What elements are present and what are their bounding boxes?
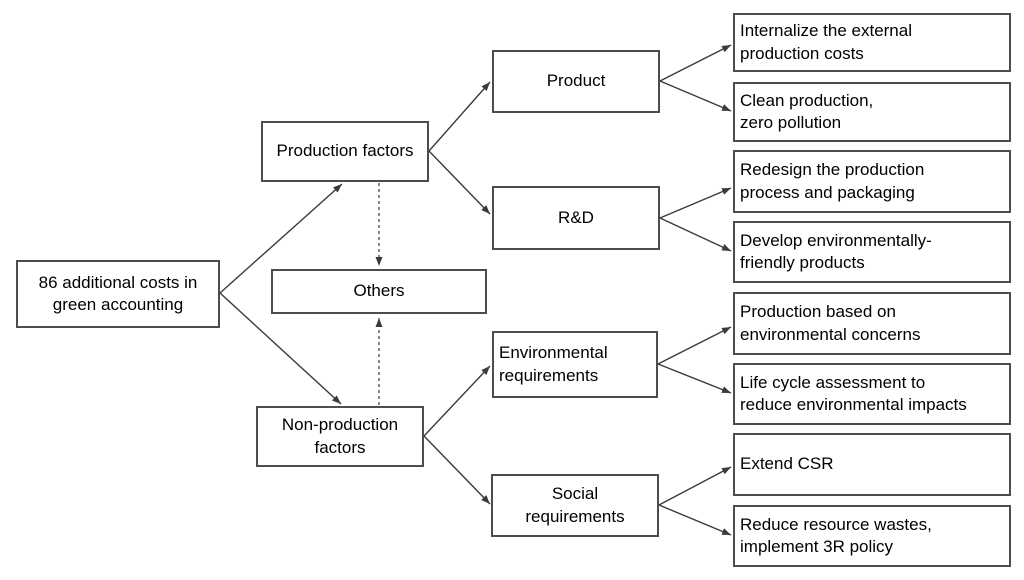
node-environmental-requirements: Environmental requirements	[492, 331, 658, 398]
node-others: Others	[271, 269, 487, 314]
node-root-label: 86 additional costs in green accounting	[38, 272, 198, 314]
edge-social-to-reduce-wastes	[658, 504, 732, 536]
node-production-factors: Production factors	[261, 121, 429, 182]
edge-non-production-to-environmental	[423, 365, 491, 437]
edge-environmental-to-life-cycle	[657, 363, 732, 394]
edge-product-to-clean-production	[659, 80, 732, 112]
node-non-production-factors: Non-production factors	[256, 406, 424, 467]
node-social-requirements-label: Social requirements	[525, 484, 625, 526]
node-develop-friendly-products-label: Develop environmentally- friendly produc…	[740, 230, 932, 272]
node-clean-production: Clean production, zero pollution	[733, 82, 1011, 142]
edge-production-factors-to-product	[428, 81, 491, 152]
edge-rnd-to-redesign-process	[659, 187, 732, 219]
node-social-requirements: Social requirements	[491, 474, 659, 537]
node-others-label: Others	[353, 281, 405, 301]
node-clean-production-label: Clean production, zero pollution	[740, 90, 874, 132]
node-internalize-external-costs-label: Internalize the external production cost…	[740, 21, 912, 63]
node-reduce-resource-wastes: Reduce resource wastes, implement 3R pol…	[733, 505, 1011, 567]
node-life-cycle-assessment: Life cycle assessment to reduce environm…	[733, 363, 1011, 425]
node-extend-csr: Extend CSR	[733, 433, 1011, 496]
node-reduce-resource-wastes-label: Reduce resource wastes, implement 3R pol…	[740, 514, 932, 556]
node-production-environmental-concerns-label: Production based on environmental concer…	[740, 302, 921, 344]
edge-rnd-to-develop-products	[659, 217, 732, 252]
node-production-environmental-concerns: Production based on environmental concer…	[733, 292, 1011, 355]
edge-social-to-extend-csr	[658, 466, 732, 506]
node-rnd-label: R&D	[558, 207, 594, 227]
edge-non-production-to-social	[423, 435, 491, 505]
node-environmental-requirements-label: Environmental requirements	[499, 343, 608, 385]
node-develop-friendly-products: Develop environmentally- friendly produc…	[733, 221, 1011, 283]
node-redesign-production-process: Redesign the production process and pack…	[733, 150, 1011, 213]
node-rnd: R&D	[492, 186, 660, 250]
node-life-cycle-assessment-label: Life cycle assessment to reduce environm…	[740, 372, 967, 414]
node-extend-csr-label: Extend CSR	[740, 454, 834, 474]
edge-environmental-to-production-based	[657, 326, 732, 365]
node-internalize-external-costs: Internalize the external production cost…	[733, 13, 1011, 72]
node-redesign-production-process-label: Redesign the production process and pack…	[740, 160, 925, 202]
node-product-label: Product	[546, 71, 606, 91]
node-product: Product	[492, 50, 660, 113]
edge-product-to-internalize-costs	[659, 44, 732, 82]
node-production-factors-label: Production factors	[276, 141, 414, 161]
node-non-production-factors-label: Non-production factors	[281, 415, 399, 457]
edge-production-factors-to-rnd	[428, 150, 491, 215]
node-root-green-accounting: 86 additional costs in green accounting	[16, 260, 220, 328]
